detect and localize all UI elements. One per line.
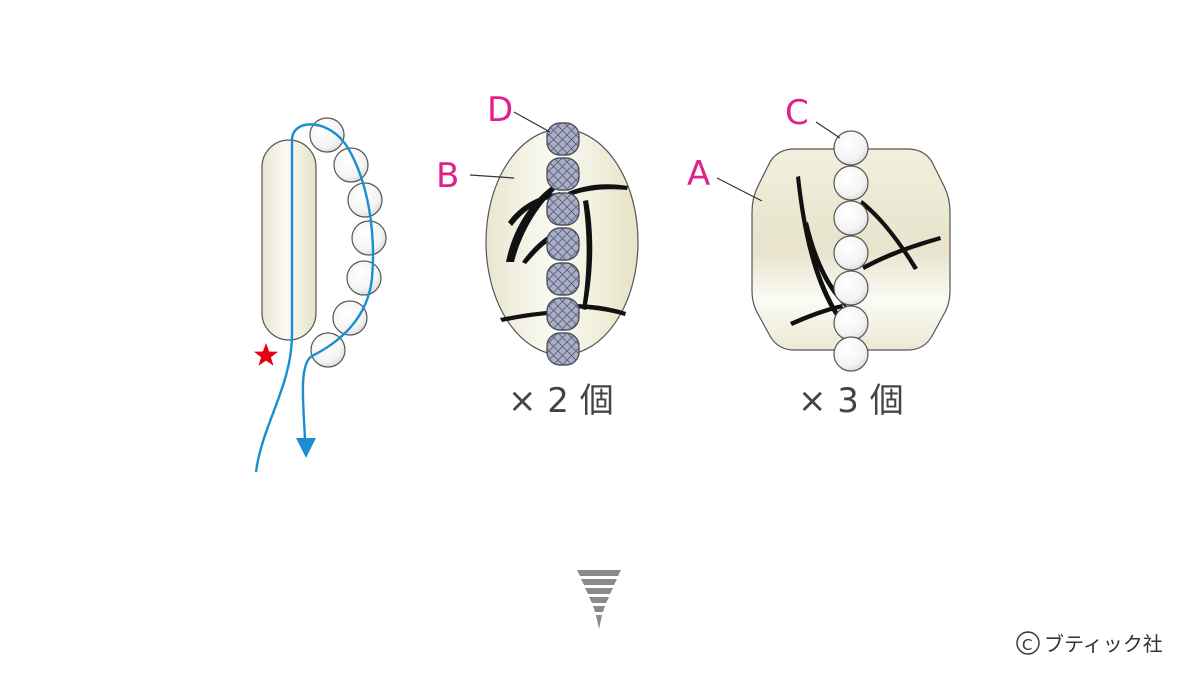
down-step-icon [577, 570, 621, 629]
pearl-bead-c [833, 130, 869, 166]
pearl-bead-c [833, 270, 869, 306]
right-bead-diagram: C A × 3 個 [687, 93, 951, 421]
left-stringing-diagram [253, 117, 387, 473]
label-b: B [436, 156, 459, 196]
faceted-bead-d [546, 192, 580, 226]
faceted-bead-d [546, 122, 580, 156]
leader-line-b [469, 174, 515, 179]
pearl-bead [332, 300, 368, 336]
leader-line-d [513, 111, 551, 133]
leader-line-a [716, 177, 763, 202]
faceted-bead-d [546, 157, 580, 191]
thread-path [254, 123, 375, 473]
faceted-bead-d [546, 262, 580, 296]
label-a: A [687, 154, 710, 194]
crack-marks [790, 176, 941, 326]
count-middle: × 2 個 [508, 381, 614, 421]
pearl-bead-c [833, 165, 869, 201]
star-icon [253, 343, 279, 366]
faceted-bead-d [546, 227, 580, 261]
copyright-c: C [1022, 636, 1032, 654]
copyright-text: ブティック社 [1044, 632, 1163, 656]
pearl-bead-c [833, 235, 869, 271]
faceted-bead-d [546, 297, 580, 331]
bead-d-column [546, 122, 580, 366]
tube-bead [261, 139, 317, 341]
faceted-bead-d [546, 332, 580, 366]
middle-bead-diagram: D B × 2 個 [436, 90, 639, 421]
arrow-down-icon [296, 438, 316, 458]
pearl-bead-c [833, 305, 869, 341]
pearl-bead [351, 220, 387, 256]
label-d: D [487, 90, 513, 130]
pearl-bead [346, 260, 382, 296]
copyright-circle [1016, 631, 1040, 655]
pearl-column-c [833, 130, 869, 372]
count-right: × 3 個 [798, 381, 904, 421]
pearl-bead-c [833, 200, 869, 236]
label-c: C [785, 93, 809, 133]
pearl-bead [347, 182, 383, 218]
pearl-bead-c [833, 336, 869, 372]
leader-line-c [815, 121, 841, 139]
copyright-notice: C ブティック社 [1016, 631, 1163, 656]
